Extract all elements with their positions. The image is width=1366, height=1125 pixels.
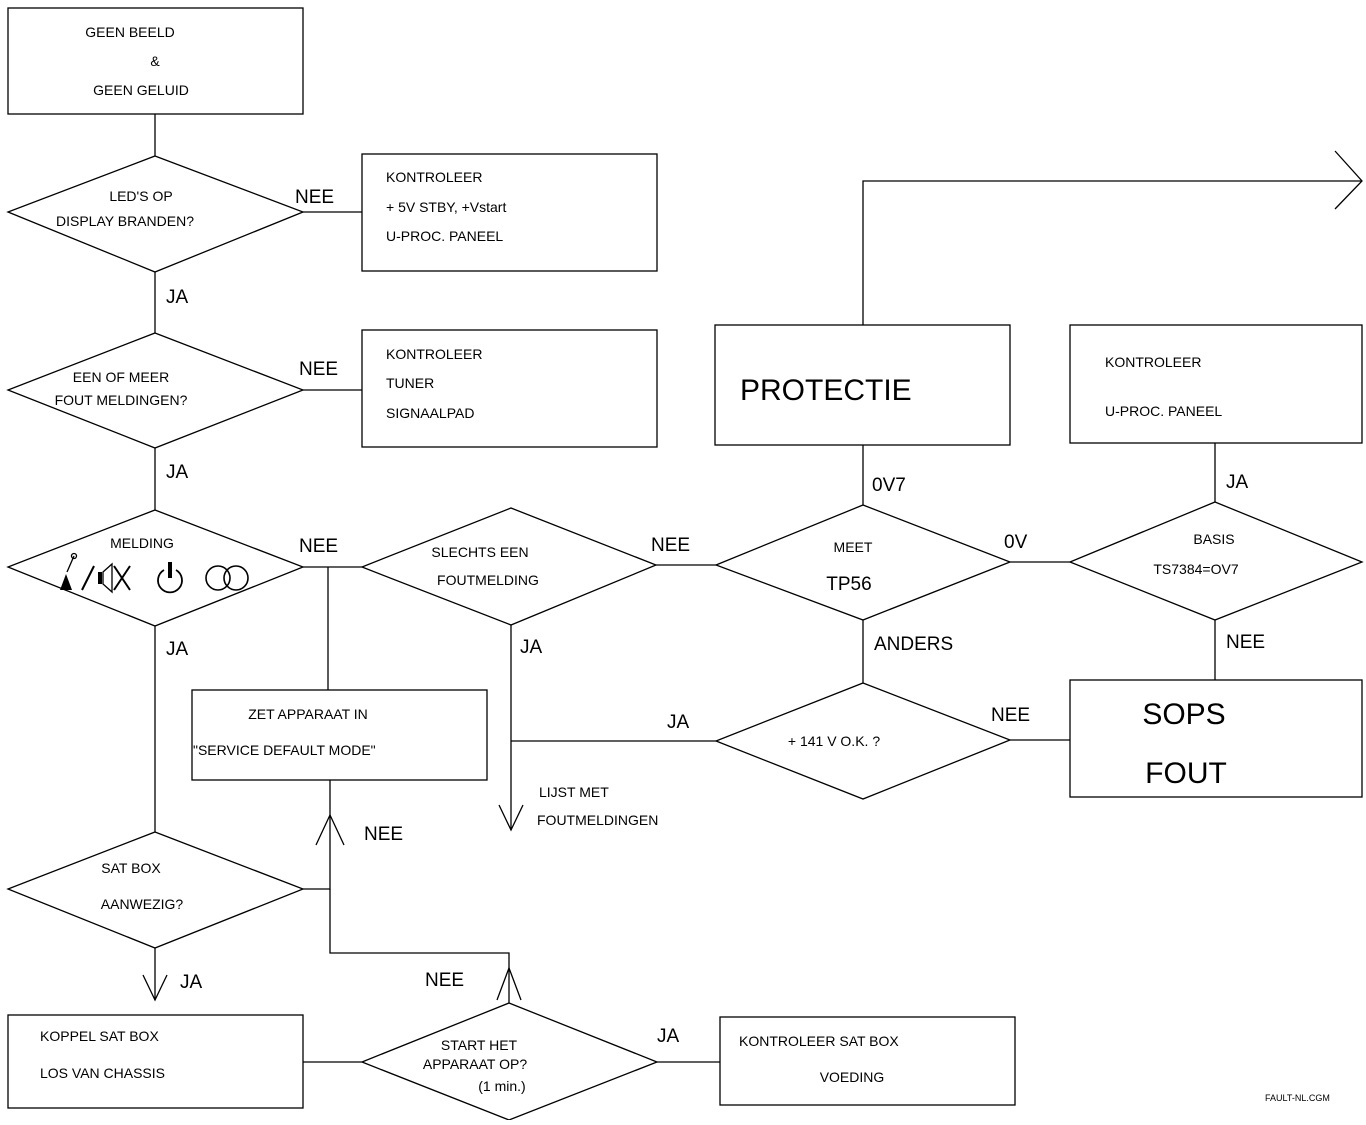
kontroleer2-line-2: TUNER bbox=[386, 375, 434, 391]
brightness-contrast-icon bbox=[60, 552, 78, 590]
lijst-line-1: LIJST MET bbox=[539, 784, 609, 800]
connectors bbox=[142, 114, 1363, 1063]
label-fout-ja: JA bbox=[166, 462, 189, 483]
sat-line-2: AANWEZIG? bbox=[101, 896, 184, 912]
kontroleer-tuner-box: KONTROLEER TUNER SIGNAALPAD bbox=[361, 329, 658, 448]
label-leds-ja: JA bbox=[166, 287, 189, 308]
label-meet-0v7: 0V7 bbox=[872, 475, 906, 496]
kontroleer1-line-2: + 5V STBY, +Vstart bbox=[386, 199, 506, 215]
decision-fout-meldingen: EEN OF MEER FOUT MELDINGEN? bbox=[6, 332, 305, 449]
melding-label: MELDING bbox=[110, 535, 174, 551]
label-meet-0v: 0V bbox=[1004, 532, 1028, 553]
label-141-ja: JA bbox=[667, 712, 690, 733]
label-melding-ja: JA bbox=[166, 639, 189, 660]
kontroleer3-line-2: U-PROC. PANEEL bbox=[1105, 403, 1222, 419]
label-slechts-ja: JA bbox=[520, 637, 543, 658]
kontroleer2-line-1: KONTROLEER bbox=[386, 346, 482, 362]
kontroleer1-line-1: KONTROLEER bbox=[386, 169, 482, 185]
label-melding-nee: NEE bbox=[299, 536, 338, 557]
leds-line-1: LED'S OP bbox=[109, 188, 172, 204]
power-icon bbox=[157, 562, 183, 594]
start-line-2: & bbox=[150, 53, 160, 69]
mute-icon bbox=[81, 562, 131, 594]
decision-sat-box: SAT BOX AANWEZIG? bbox=[6, 831, 305, 949]
protectie-box: PROTECTIE bbox=[714, 324, 1011, 446]
koppel-line-2: LOS VAN CHASSIS bbox=[40, 1065, 165, 1081]
kontroleer-stby-box: KONTROLEER + 5V STBY, +Vstart U-PROC. PA… bbox=[361, 153, 658, 272]
footer-filename: FAULT-NL.CGM bbox=[1265, 1093, 1330, 1103]
kontroleer3-line-1: KONTROLEER bbox=[1105, 354, 1201, 370]
zet-line-1: ZET APPARAAT IN bbox=[248, 706, 368, 722]
label-basis-ja: JA bbox=[1226, 472, 1249, 493]
kontroleer-paneel-box: KONTROLEER U-PROC. PANEEL bbox=[1069, 324, 1363, 444]
label-sat-ja: JA bbox=[180, 972, 203, 993]
label-meet-anders: ANDERS bbox=[874, 634, 953, 655]
kontroleer1-line-3: U-PROC. PANEEL bbox=[386, 228, 503, 244]
decision-leds: LED'S OP DISPLAY BRANDEN? bbox=[6, 155, 305, 273]
label-141-nee: NEE bbox=[991, 705, 1030, 726]
decision-start-apparaat: START HET APPARAAT OP? (1 min.) bbox=[360, 1002, 659, 1121]
lijst-met-foutmeldingen: LIJST MET FOUTMELDINGEN bbox=[537, 784, 658, 828]
fout-line-1: EEN OF MEER bbox=[73, 369, 169, 385]
koppel-sat-box: KOPPEL SAT BOX LOS VAN CHASSIS bbox=[7, 1014, 304, 1109]
v141-label: + 141 V O.K. ? bbox=[788, 733, 880, 749]
label-zet-nee: NEE bbox=[364, 824, 403, 845]
kontroleer2-line-3: SIGNAALPAD bbox=[386, 405, 474, 421]
kontroleer-sat-line-2: VOEDING bbox=[820, 1069, 885, 1085]
start-app-line-3: (1 min.) bbox=[478, 1078, 525, 1094]
stereo-icon bbox=[205, 565, 249, 591]
leds-line-2: DISPLAY BRANDEN? bbox=[56, 213, 194, 229]
slechts-line-1: SLECHTS EEN bbox=[431, 544, 528, 560]
basis-line-2: TS7384=OV7 bbox=[1153, 561, 1238, 577]
slechts-line-2: FOUTMELDING bbox=[437, 572, 539, 588]
start-line-1: GEEN BEELD bbox=[85, 24, 174, 40]
label-leds-nee: NEE bbox=[295, 187, 334, 208]
lijst-line-2: FOUTMELDINGEN bbox=[537, 812, 658, 828]
edge-labels: NEE JA NEE JA NEE JA NEE JA 0V7 0V ANDER… bbox=[166, 187, 1265, 1047]
zet-line-2: "SERVICE DEFAULT MODE" bbox=[193, 742, 376, 758]
decision-basis: BASIS TS7384=OV7 bbox=[1068, 501, 1364, 621]
sops-line-2: FOUT bbox=[1145, 757, 1227, 790]
meet-line-2: TP56 bbox=[826, 574, 871, 595]
start-app-line-1: START HET bbox=[441, 1037, 518, 1053]
kontroleer-sat-box: KONTROLEER SAT BOX VOEDING bbox=[719, 1016, 1016, 1106]
basis-line-1: BASIS bbox=[1193, 531, 1234, 547]
koppel-line-1: KOPPEL SAT BOX bbox=[40, 1028, 159, 1044]
label-start-ja: JA bbox=[657, 1026, 680, 1047]
label-slechts-nee: NEE bbox=[651, 535, 690, 556]
sops-fout-box: SOPS FOUT bbox=[1069, 679, 1363, 798]
decision-meet-tp56: MEET TP56 bbox=[714, 504, 1012, 621]
kontroleer-sat-line-1: KONTROLEER SAT BOX bbox=[739, 1033, 899, 1049]
protectie-label: PROTECTIE bbox=[740, 374, 912, 407]
decision-melding: MELDING bbox=[6, 509, 305, 627]
decision-141v: + 141 V O.K. ? bbox=[714, 682, 1012, 800]
start-box: GEEN BEELD & GEEN GELUID bbox=[7, 7, 304, 115]
zet-service-mode-box: ZET APPARAAT IN "SERVICE DEFAULT MODE" bbox=[191, 689, 488, 781]
meet-line-1: MEET bbox=[834, 539, 873, 555]
start-line-3: GEEN GELUID bbox=[93, 82, 189, 98]
fout-line-2: FOUT MELDINGEN? bbox=[55, 392, 188, 408]
label-start-nee: NEE bbox=[425, 970, 464, 991]
sat-line-1: SAT BOX bbox=[101, 860, 161, 876]
start-app-line-2: APPARAAT OP? bbox=[423, 1056, 527, 1072]
label-fout-nee: NEE bbox=[299, 359, 338, 380]
sops-line-1: SOPS bbox=[1142, 698, 1225, 731]
decision-slechts-een: SLECHTS EEN FOUTMELDING bbox=[360, 507, 658, 626]
label-basis-nee: NEE bbox=[1226, 632, 1265, 653]
